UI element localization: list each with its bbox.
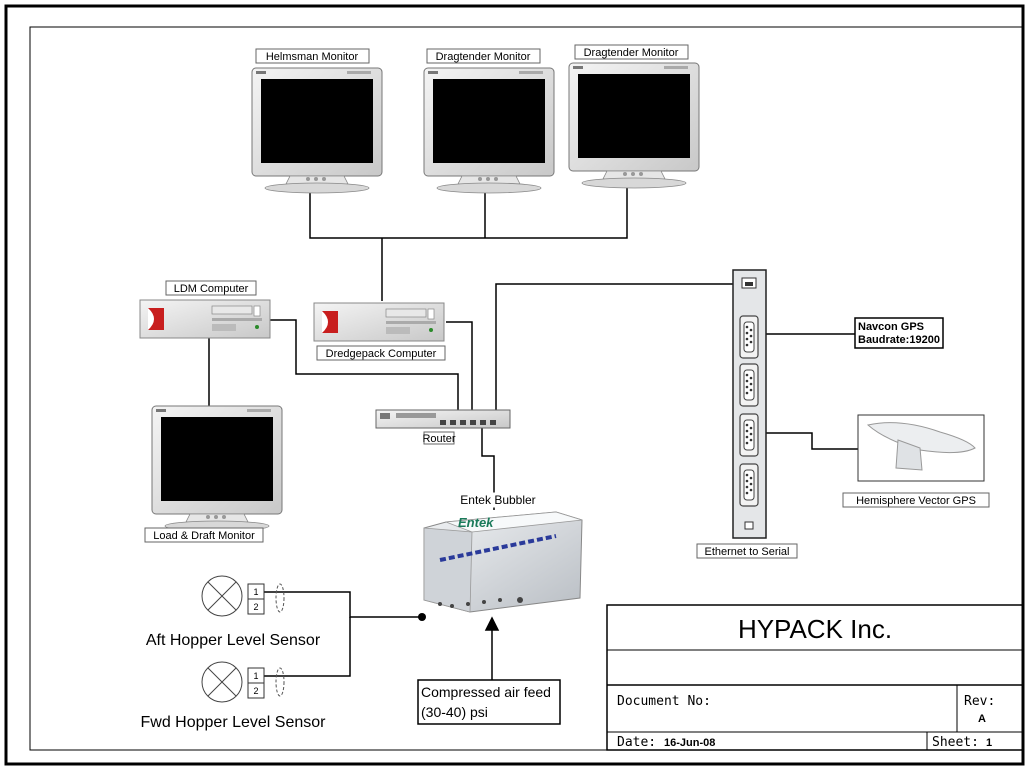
company-name: HYPACK Inc.: [738, 614, 892, 644]
rev-value: A: [978, 713, 986, 725]
dredgepack-computer-label: Dredgepack Computer: [326, 348, 437, 360]
rev-label: Rev:: [964, 694, 995, 709]
dragtender-monitor-1-label-box: [426, 48, 541, 64]
hemisphere-gps-label: Hemisphere Vector GPS: [856, 495, 976, 507]
entek-bubbler-device: Entek: [423, 511, 583, 613]
aft-hopper-sensor: [201, 575, 285, 617]
dragtender-monitor-1-label: Dragtender Monitor: [436, 51, 531, 63]
hemisphere-gps-antenna: [857, 414, 985, 482]
connection-wires: [208, 178, 858, 680]
entek-label-box: [453, 492, 543, 508]
title-block: [606, 604, 1024, 751]
ethernet-to-serial-label: Ethernet to Serial: [705, 546, 790, 558]
air-feed-box: [417, 679, 561, 725]
inner-border: [29, 26, 1024, 751]
aft-sensor-pin-2: 2: [253, 602, 258, 612]
ethernet-to-serial-label-box: [696, 543, 798, 559]
helmsman-monitor: [251, 67, 383, 194]
hemisphere-gps-label-box: [842, 492, 990, 508]
dredgepack-computer: [313, 302, 445, 342]
dragtender-monitor-2-label-box: [574, 44, 689, 60]
router-label-box: [423, 431, 455, 445]
date-label: Date:: [617, 735, 656, 750]
router: [375, 409, 511, 429]
dragtender-monitor-2: [568, 62, 700, 189]
air-feed-pressure: (30-40) psi: [421, 704, 488, 720]
load-draft-monitor-label-box: [144, 527, 264, 543]
ldm-computer-label: LDM Computer: [174, 283, 249, 295]
navcon-baudrate-label: Baudrate:19200: [858, 334, 940, 346]
ldm-computer-label-box: [165, 280, 257, 296]
aft-sensor-label: Aft Hopper Level Sensor: [146, 632, 321, 649]
load-draft-monitor: [151, 405, 283, 532]
fwd-hopper-sensor: [201, 661, 285, 703]
entek-brand-text: Entek: [458, 515, 494, 530]
router-label: Router: [422, 433, 455, 445]
fwd-sensor-pin-2: 2: [253, 686, 258, 696]
helmsman-monitor-label-box: [255, 48, 370, 64]
helmsman-monitor-label: Helmsman Monitor: [266, 51, 359, 63]
navcon-gps-box: [854, 317, 944, 349]
dragtender-monitor-1: [423, 67, 555, 194]
ethernet-to-serial-device: [732, 269, 767, 539]
fwd-sensor-label: Fwd Hopper Level Sensor: [141, 714, 327, 731]
sheet-value: 1: [986, 737, 992, 749]
load-draft-monitor-label: Load & Draft Monitor: [153, 530, 255, 542]
entek-bubbler-label: Entek Bubbler: [460, 493, 535, 507]
dragtender-monitor-2-label: Dragtender Monitor: [584, 47, 679, 59]
air-feed-label: Compressed air feed: [421, 684, 551, 700]
navcon-gps-label: Navcon GPS: [858, 321, 924, 333]
fwd-sensor-pin-1: 1: [253, 671, 258, 681]
aft-sensor-pin-1: 1: [253, 587, 258, 597]
ldm-computer: [139, 299, 271, 339]
document-no-label: Document No:: [617, 694, 711, 709]
dredgepack-computer-label-box: [316, 345, 446, 361]
date-value: 16-Jun-08: [664, 737, 715, 749]
sheet-label: Sheet:: [932, 735, 979, 750]
